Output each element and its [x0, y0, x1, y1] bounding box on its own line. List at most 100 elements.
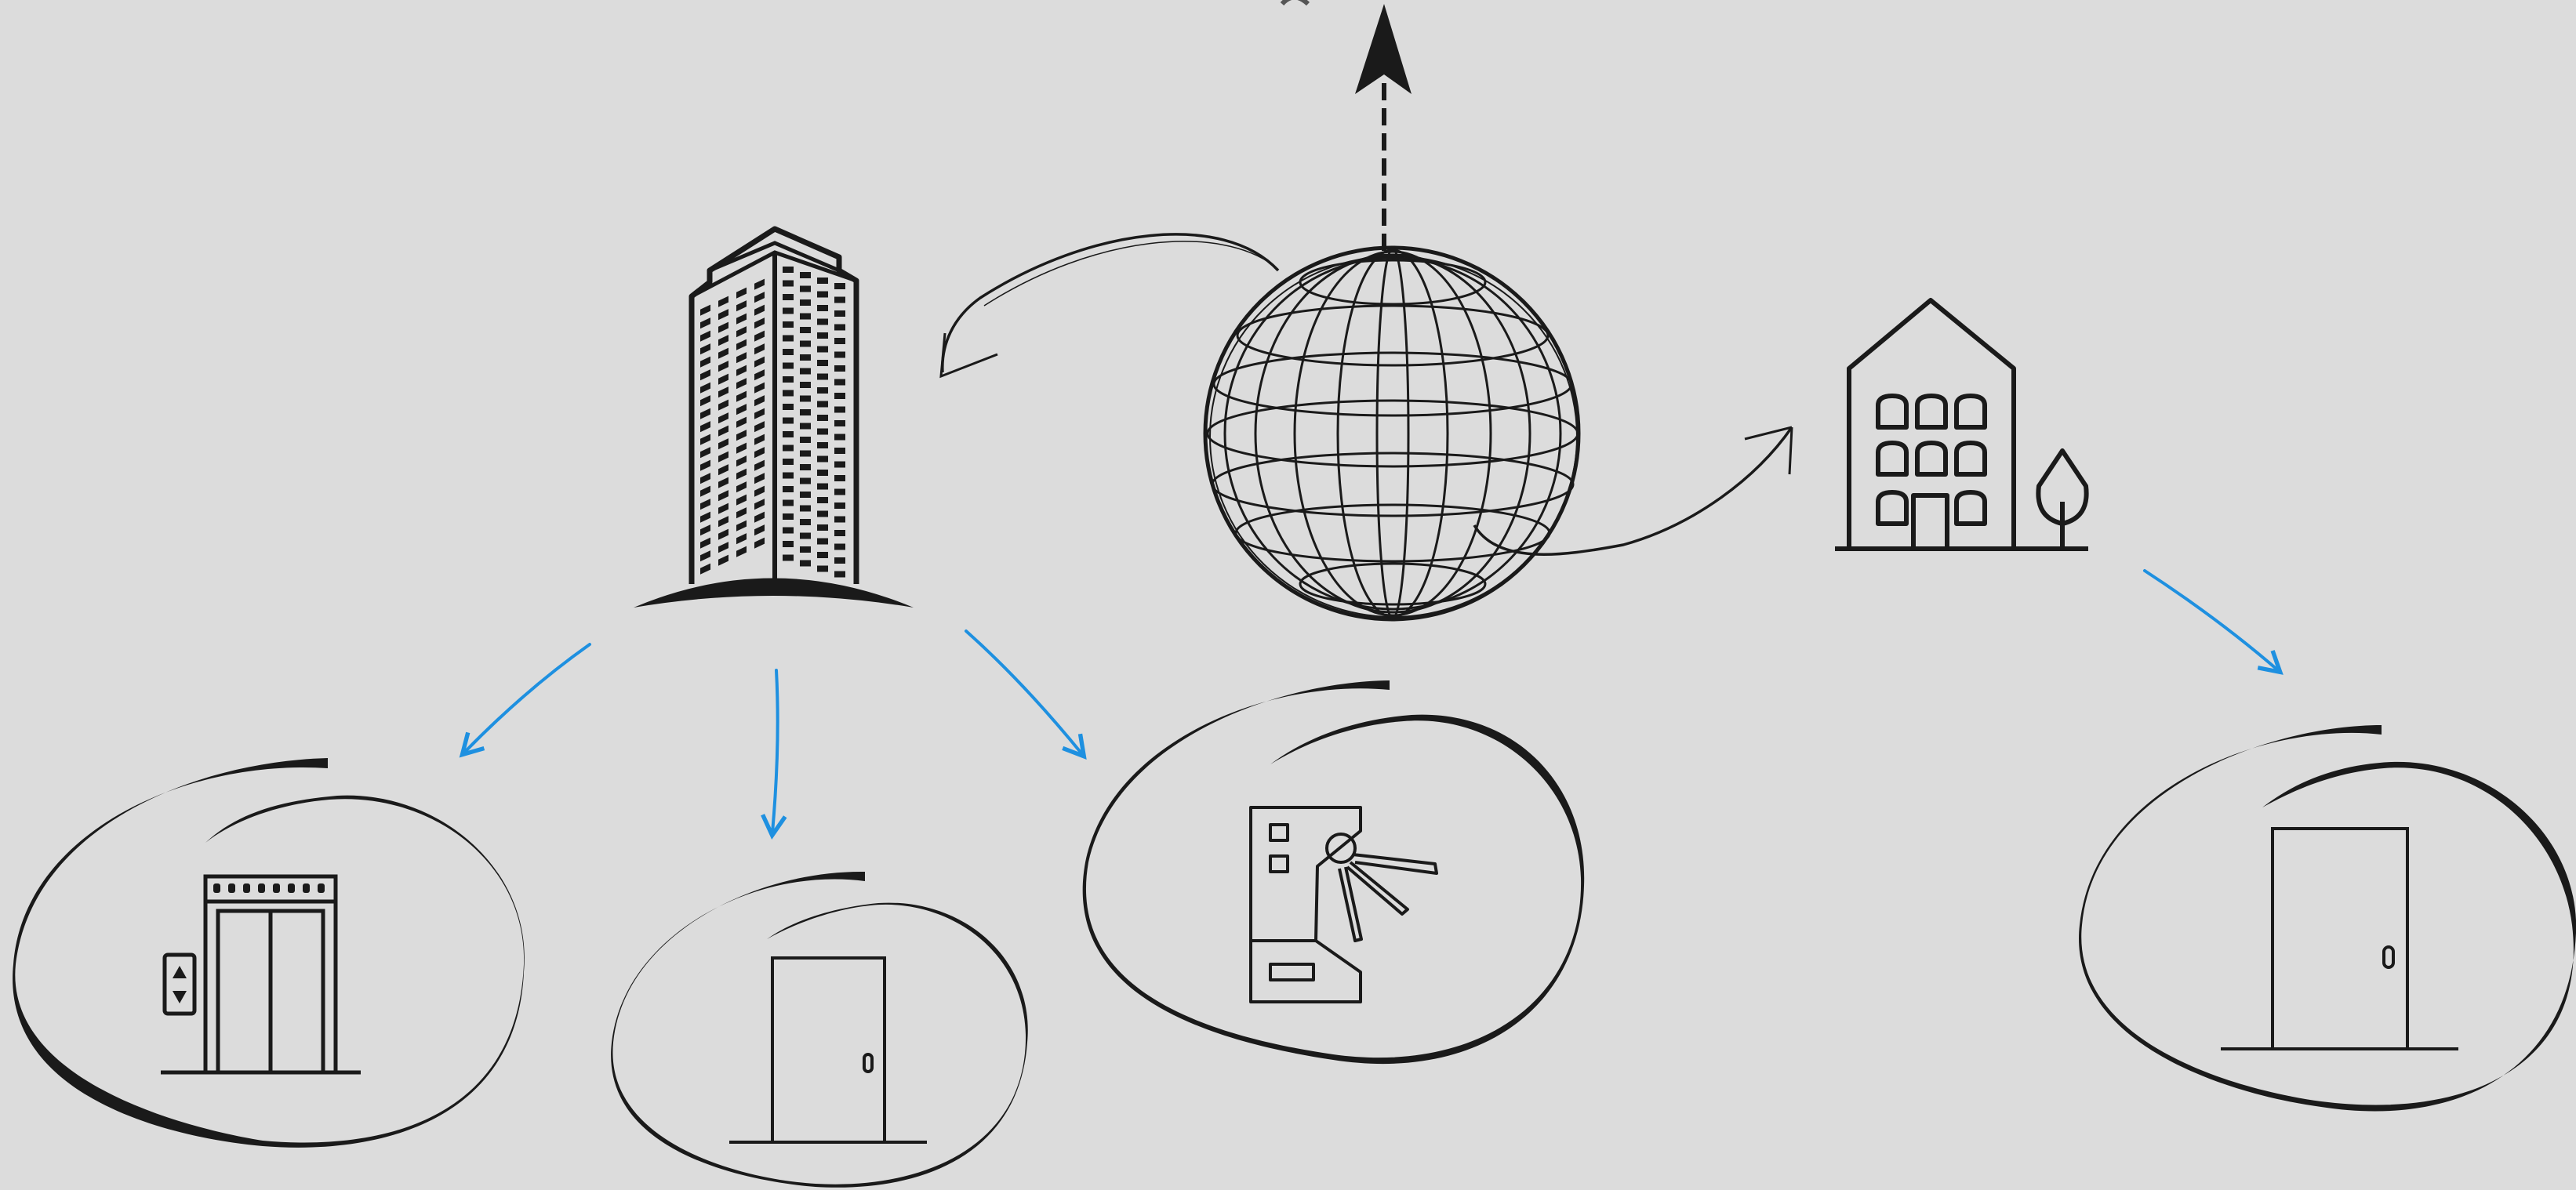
window — [817, 346, 828, 353]
window — [718, 438, 728, 449]
window — [800, 506, 811, 512]
window — [718, 400, 728, 411]
window — [718, 542, 728, 553]
window — [800, 519, 811, 525]
window — [718, 477, 728, 488]
turnstile-icon — [1251, 807, 1437, 1002]
window — [754, 524, 765, 535]
window — [736, 443, 747, 454]
window — [718, 516, 728, 527]
window — [700, 357, 710, 368]
window — [817, 360, 828, 366]
window — [736, 326, 747, 337]
window — [754, 357, 765, 368]
window — [834, 489, 845, 495]
window — [736, 521, 747, 532]
window — [700, 421, 710, 432]
window — [754, 473, 765, 484]
window — [754, 369, 765, 380]
window — [834, 434, 845, 441]
indicator-dot — [288, 883, 295, 893]
window — [718, 296, 728, 307]
window — [800, 272, 811, 278]
window — [834, 283, 845, 289]
window — [817, 539, 828, 545]
window — [1957, 443, 1985, 474]
window — [718, 426, 728, 437]
window — [783, 431, 794, 437]
window — [783, 267, 794, 273]
window — [736, 352, 747, 363]
window — [834, 530, 845, 536]
window — [800, 451, 811, 457]
window — [1878, 443, 1906, 474]
window — [1917, 396, 1946, 427]
window — [736, 391, 747, 402]
window — [783, 404, 794, 410]
window — [754, 383, 765, 394]
window — [834, 310, 845, 317]
window — [817, 470, 828, 476]
window — [800, 396, 811, 402]
window — [800, 299, 811, 306]
window — [800, 561, 811, 567]
window — [700, 564, 710, 575]
window — [736, 430, 747, 441]
window — [834, 325, 845, 331]
window — [700, 550, 710, 561]
window — [1878, 492, 1906, 524]
window — [800, 546, 811, 553]
connection-globe-to-tower — [941, 234, 1278, 376]
window — [834, 338, 845, 344]
window — [700, 499, 710, 510]
window — [700, 383, 710, 394]
window — [800, 423, 811, 430]
window — [834, 557, 845, 564]
window — [783, 390, 794, 397]
elevator-node — [13, 758, 525, 1148]
window — [783, 473, 794, 479]
window — [754, 305, 765, 316]
window — [754, 343, 765, 354]
window — [736, 288, 747, 299]
door-icon — [729, 958, 927, 1142]
window — [700, 395, 710, 406]
tower-door-node — [611, 872, 1028, 1188]
window — [817, 292, 828, 298]
window — [754, 408, 765, 419]
upward-arrow — [1282, 0, 1412, 251]
window — [718, 464, 728, 475]
window — [700, 512, 710, 523]
window — [817, 442, 828, 448]
window — [700, 369, 710, 380]
window — [718, 490, 728, 501]
window — [800, 464, 811, 470]
window — [817, 497, 828, 503]
window — [800, 286, 811, 292]
window — [800, 492, 811, 498]
window — [817, 552, 828, 558]
window — [718, 361, 728, 372]
window — [718, 555, 728, 566]
window — [783, 294, 794, 300]
window — [718, 412, 728, 423]
window — [817, 429, 828, 435]
window — [718, 374, 728, 385]
window — [817, 305, 828, 311]
window — [817, 332, 828, 339]
window — [1917, 443, 1946, 474]
window — [718, 348, 728, 359]
window — [834, 297, 845, 303]
window — [834, 352, 845, 358]
window — [736, 481, 747, 492]
window — [834, 462, 845, 468]
window — [736, 378, 747, 389]
window — [754, 512, 765, 523]
window — [783, 486, 794, 492]
window — [817, 415, 828, 421]
indicator-dot — [243, 883, 250, 893]
window — [754, 434, 765, 445]
window — [783, 528, 794, 534]
window — [1957, 396, 1985, 427]
window — [718, 529, 728, 540]
